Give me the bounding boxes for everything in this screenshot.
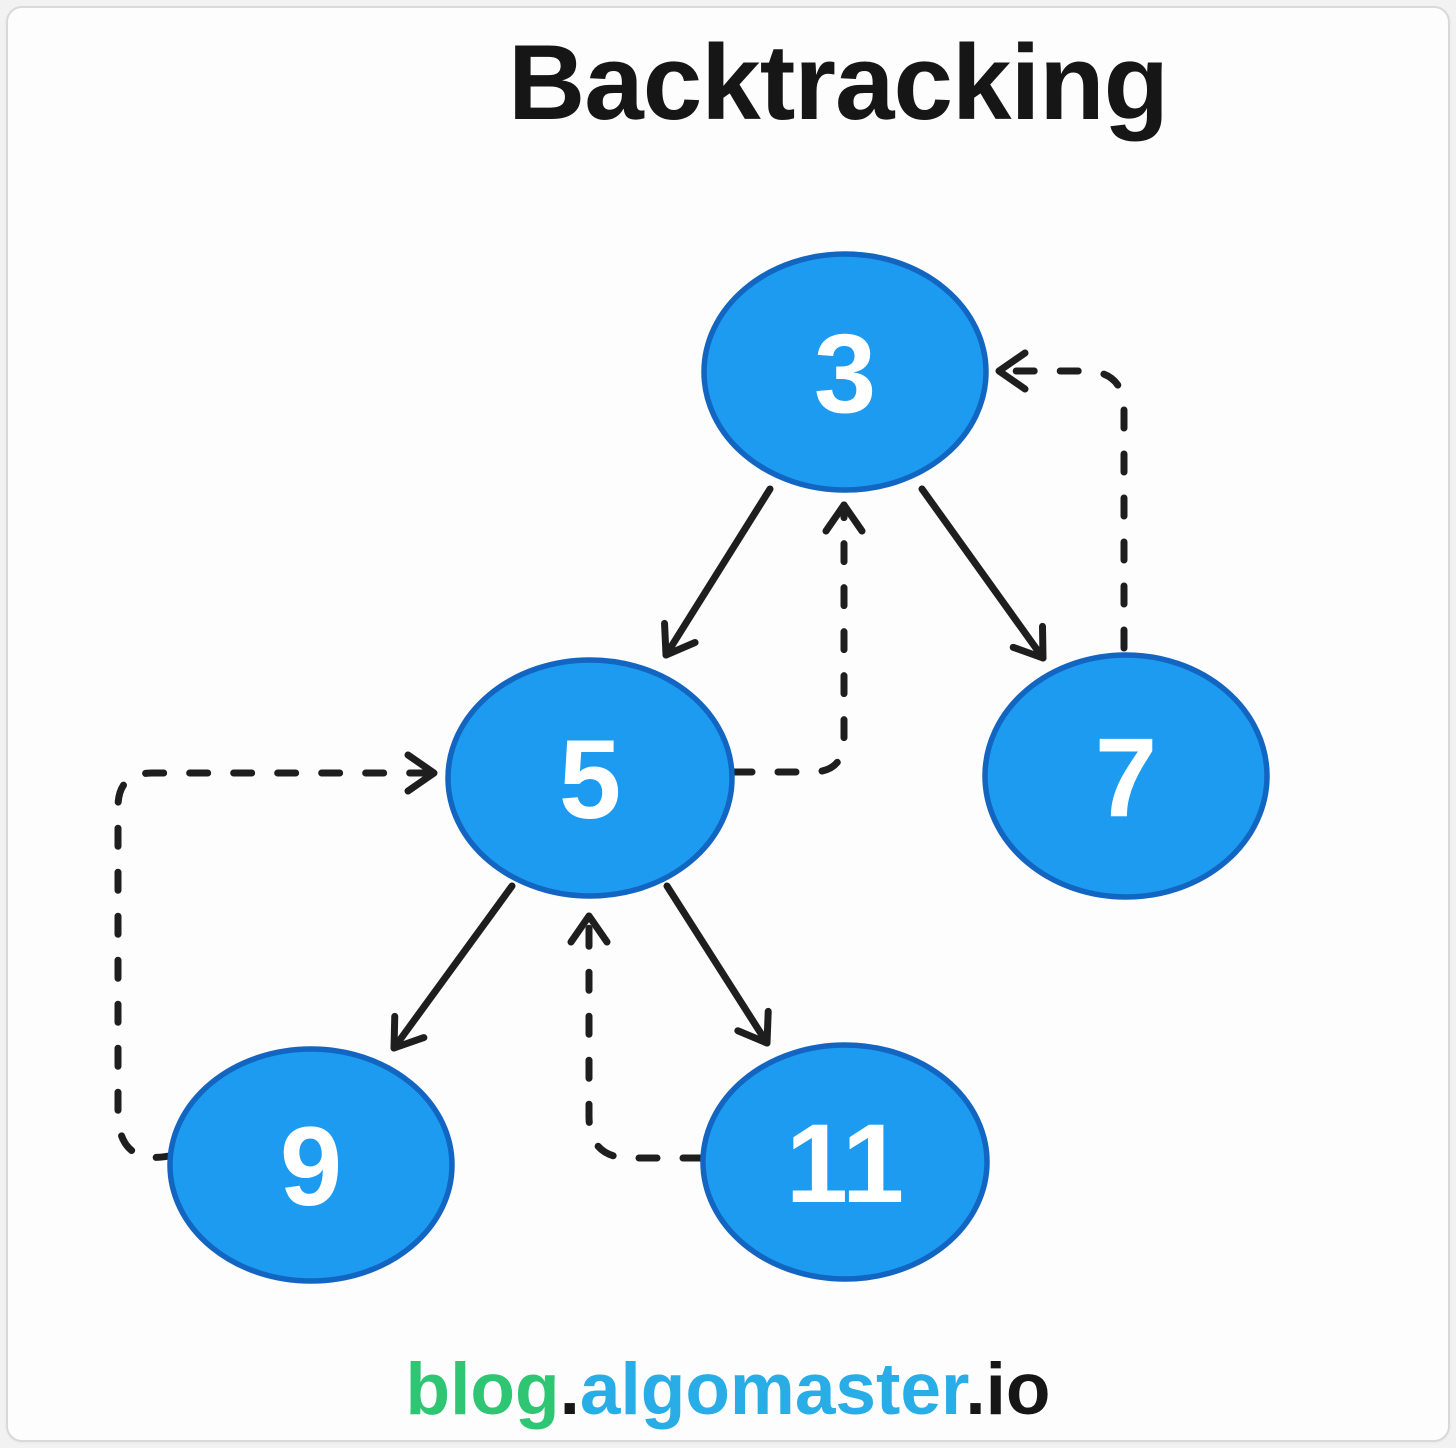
footer-brand: blog.algomaster.io	[0, 1348, 1456, 1431]
edge-backtrack-5-to-3	[730, 501, 866, 776]
tree-node-7-ellipse	[982, 652, 1270, 900]
tree-node-9: 9	[167, 1046, 455, 1284]
tree-node-5-label: 5	[559, 717, 621, 842]
edge-visit-3-to-7	[918, 485, 1047, 662]
tree-node-5-ellipse	[445, 657, 735, 899]
footer-brand-segment: .	[559, 1349, 580, 1430]
edge-visit-3-to-5	[661, 485, 774, 659]
footer-brand-segment: blog	[405, 1349, 560, 1430]
tree-node-11: 11	[700, 1042, 990, 1282]
edge-visit-5-to-9	[390, 882, 516, 1052]
tree-node-3-label: 3	[814, 311, 876, 436]
tree-node-11-ellipse	[700, 1042, 990, 1282]
tree-node-9-label: 9	[280, 1104, 342, 1229]
tree-node-5: 5	[445, 657, 735, 899]
edges-layer	[114, 349, 1128, 1162]
footer-brand-segment: .io	[965, 1349, 1051, 1430]
page-title: Backtracking	[507, 22, 1169, 142]
tree-node-11-label: 11	[786, 1101, 904, 1226]
tree-node-3-ellipse	[701, 251, 989, 493]
tree-node-7: 7	[982, 652, 1270, 900]
edge-backtrack-7-to-3	[995, 349, 1128, 652]
nodes-layer: 3 5 7 9 11	[167, 251, 1270, 1284]
edge-backtrack-9-to-5	[114, 751, 438, 1161]
edge-visit-5-to-11	[663, 882, 772, 1047]
footer-brand-segment: algomaster	[579, 1349, 966, 1430]
tree-node-3: 3	[701, 251, 989, 493]
edge-backtrack-11-to-5	[567, 912, 705, 1162]
tree-node-7-label: 7	[1095, 715, 1157, 840]
tree-node-9-ellipse	[167, 1046, 455, 1284]
